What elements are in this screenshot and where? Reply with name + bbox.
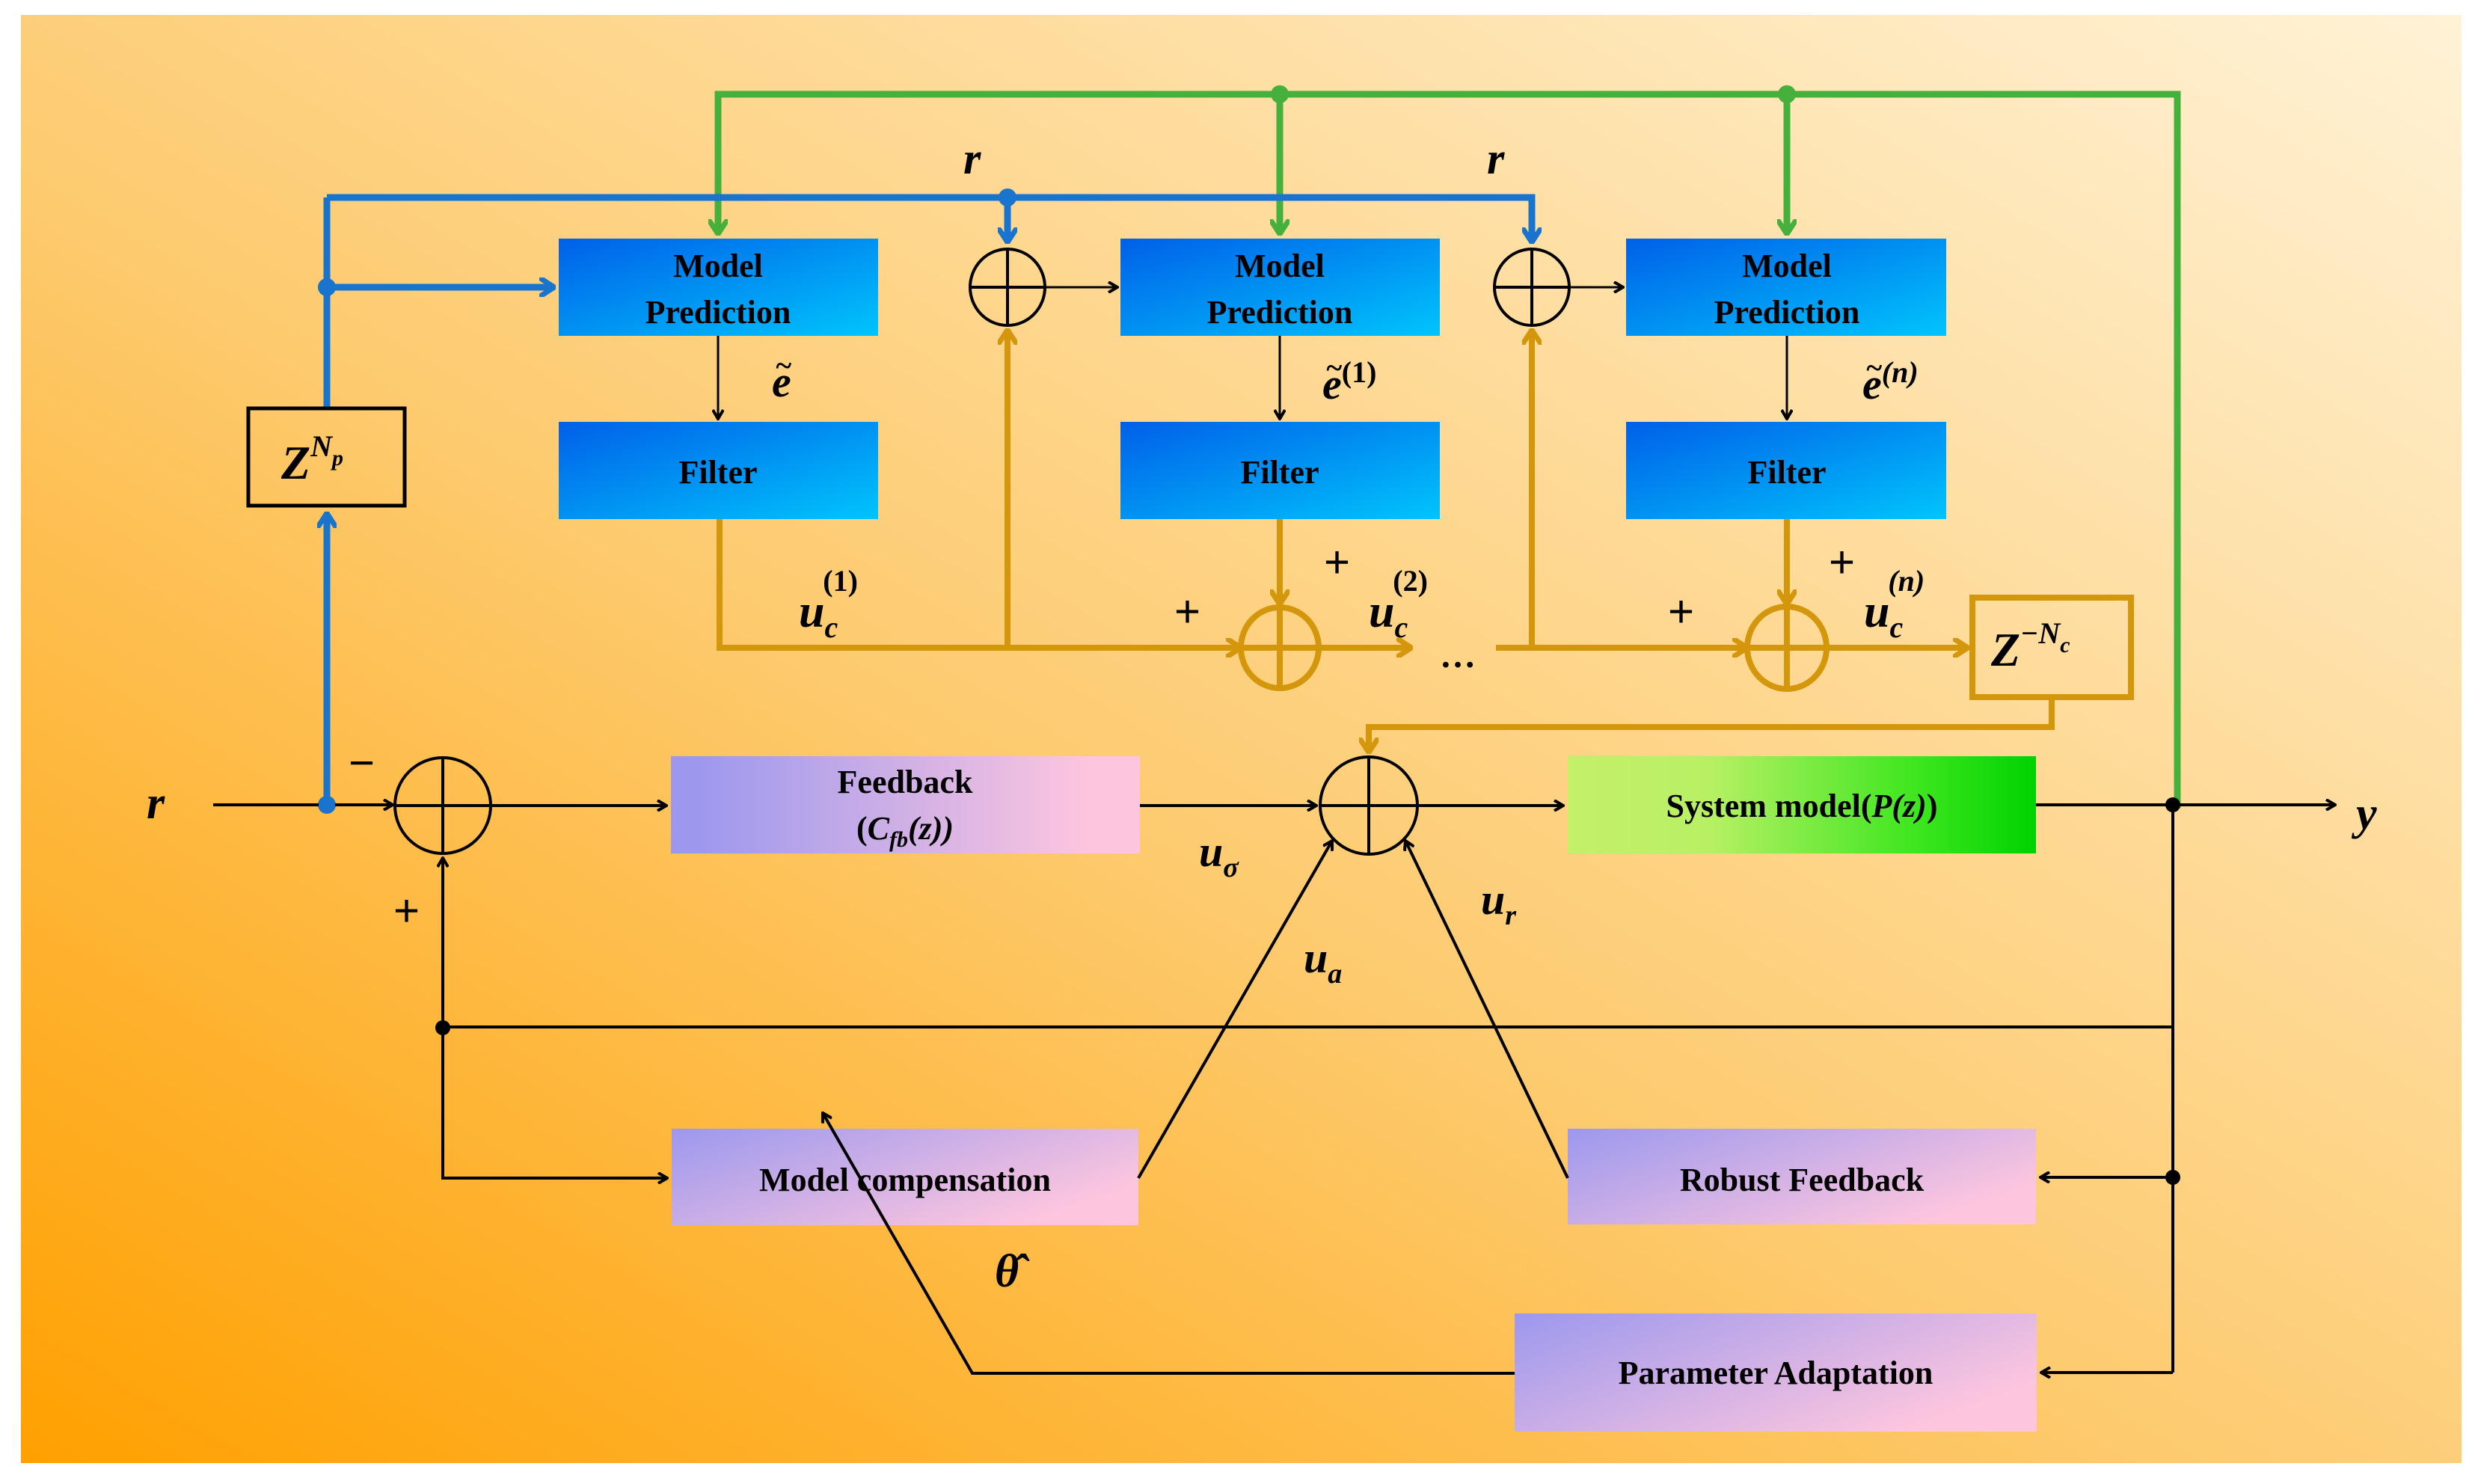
filter-box[interactable] (1120, 422, 1440, 519)
filter-label: Filter (678, 454, 757, 491)
filter-box[interactable] (1626, 422, 1946, 519)
model-prediction-box[interactable] (559, 239, 878, 336)
u-sigma-label: uσ (1199, 827, 1239, 883)
control-label-n: uc(n) (1864, 564, 1925, 644)
model-prediction-label: Prediction (1207, 294, 1353, 331)
u-r-label: ur (1481, 875, 1517, 931)
feedback-label: Feedback (838, 764, 973, 800)
model-compensation-label: Model compensation (759, 1162, 1051, 1198)
svg-text:e(n): e(n) (1862, 355, 1919, 408)
model-prediction-label: Model (673, 248, 763, 284)
model-prediction-box[interactable] (1120, 239, 1440, 336)
u-a-label: ua (1304, 933, 1342, 990)
tilde-accent: ~ (1865, 351, 1883, 384)
filter-box[interactable] (559, 422, 878, 519)
u-a-arrow (1137, 841, 1332, 1179)
prediction-stage-n: Model Prediction e(n) ~ Filter (1626, 239, 1946, 519)
parameter-adaptation-label: Parameter Adaptation (1619, 1355, 1933, 1391)
minus-sign: − (349, 738, 375, 788)
model-compensation-box (672, 1129, 1138, 1225)
tilde-accent: ~ (1325, 351, 1343, 384)
blue-junction-dot (999, 188, 1016, 206)
plus-sign: + (1668, 586, 1694, 637)
feedback-junction-dot (435, 1020, 450, 1035)
feedback-box (671, 756, 1140, 853)
filter-label: Filter (1240, 454, 1319, 491)
error-label: e ~ (772, 349, 792, 406)
model-prediction-label: Prediction (645, 294, 791, 331)
model-prediction-box[interactable] (1626, 239, 1946, 336)
reference-sum-junction-1 (969, 248, 1046, 327)
reference-input-label: r (147, 778, 165, 829)
orange-control-bus (717, 330, 2055, 752)
parameter-adaptation-box (1515, 1313, 2037, 1432)
blue-reference-bus (327, 194, 1532, 805)
prediction-delay-block[interactable]: ZNp (246, 406, 407, 508)
prediction-stage-1: Model Prediction e ~ Filter (559, 239, 878, 519)
system-model-block[interactable]: System model(P(z)) (1568, 756, 2036, 853)
control-sum-junction (1319, 755, 1419, 856)
diagram-background (21, 15, 2462, 1463)
theta-hat-arrow (823, 1113, 1515, 1375)
robust-feedback-label: Robust Feedback (1680, 1162, 1925, 1198)
model-prediction-label: Model (1742, 248, 1832, 284)
prediction-delay-box (246, 406, 407, 508)
blue-line-top (327, 194, 1532, 242)
system-model-label: System model(P(z)) (1666, 788, 1938, 824)
error-label: e(n) ~ (1862, 351, 1919, 408)
filter-label: Filter (1747, 454, 1826, 491)
ellipsis-label: … (1440, 636, 1476, 675)
blue-junction-dot (318, 278, 336, 296)
parameter-adaptation-block[interactable]: Parameter Adaptation (1515, 1313, 2037, 1432)
feedback-controller-block[interactable]: Feedback (Cfb(z)) (671, 756, 1140, 853)
blue-junction-dot (319, 797, 335, 813)
prediction-delay-label: ZNp (280, 429, 343, 489)
model-compensation-block[interactable]: Model compensation (672, 1129, 1138, 1225)
robust-feedback-block[interactable]: Robust Feedback (1568, 1129, 2036, 1224)
model-prediction-label: Model (1235, 248, 1325, 284)
svg-text:e: e (772, 358, 791, 406)
control-label-2: uc(2) (1369, 564, 1428, 644)
control-delay-block[interactable]: Z−Nc (1969, 595, 2134, 700)
green-junction-dot (1778, 85, 1796, 103)
reference-sum-junction-2 (1493, 248, 1571, 327)
u-r-arrow (1405, 841, 1569, 1179)
reference-tap-label: r (1487, 134, 1505, 183)
system-model-box (1568, 756, 2036, 853)
tilde-accent: ~ (775, 349, 792, 382)
svg-text:e(1): e(1) (1322, 355, 1376, 408)
prediction-stage-2: Model Prediction e(1) ~ Filter (1120, 239, 1440, 519)
model-prediction-label: Prediction (1714, 294, 1860, 331)
robust-feedback-box (1568, 1129, 2036, 1224)
feedback-junction-dot (2165, 1170, 2180, 1185)
green-junction-dot (1271, 85, 1289, 103)
control-delay-label: Z−Nc (1990, 616, 2070, 676)
plus-sign: + (393, 886, 420, 936)
plus-sign: + (1829, 537, 1855, 587)
orange-line-to-main-sum (1369, 697, 2055, 752)
feedback-transfer-label: (Cfb(z)) (856, 810, 954, 852)
control-delay-box (1969, 595, 2134, 700)
output-feedback-lines (443, 805, 2174, 1373)
plus-sign: + (1324, 537, 1350, 587)
reference-tap-label: r (963, 134, 981, 183)
control-label-1: uc(1) (799, 564, 858, 644)
control-sum-junction-2 (1238, 604, 1322, 691)
plus-sign: + (1174, 586, 1200, 637)
control-sum-junction-n (1744, 604, 1830, 692)
error-label: e(1) ~ (1322, 351, 1376, 408)
orange-line-stage-1 (717, 519, 1241, 648)
error-sum-junction (393, 756, 492, 855)
